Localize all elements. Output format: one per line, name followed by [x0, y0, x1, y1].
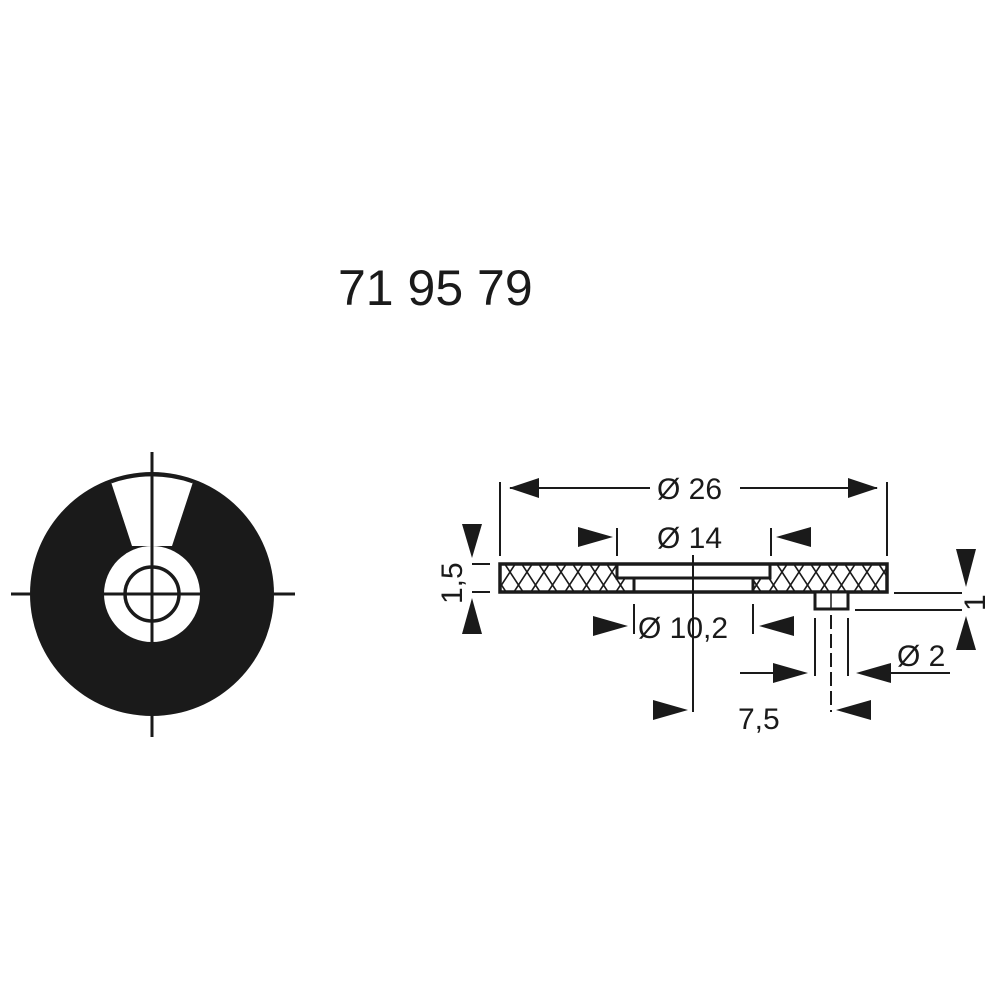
- side-view: Ø 26 Ø 14 Ø 10,2 1,5 1 Ø 2: [436, 473, 992, 736]
- dim-pin-offset: 7,5: [738, 703, 780, 736]
- front-view: [11, 452, 295, 737]
- dim-thickness: 1,5: [436, 562, 469, 604]
- dim-outer-diameter: Ø 26: [657, 473, 722, 506]
- dim-bore-diameter: Ø 10,2: [638, 612, 728, 645]
- dim-pin-height: 1: [959, 594, 992, 611]
- dim-pin-diameter: Ø 2: [897, 640, 945, 673]
- part-number: 71 95 79: [338, 260, 533, 316]
- dim-step-diameter: Ø 14: [657, 522, 722, 555]
